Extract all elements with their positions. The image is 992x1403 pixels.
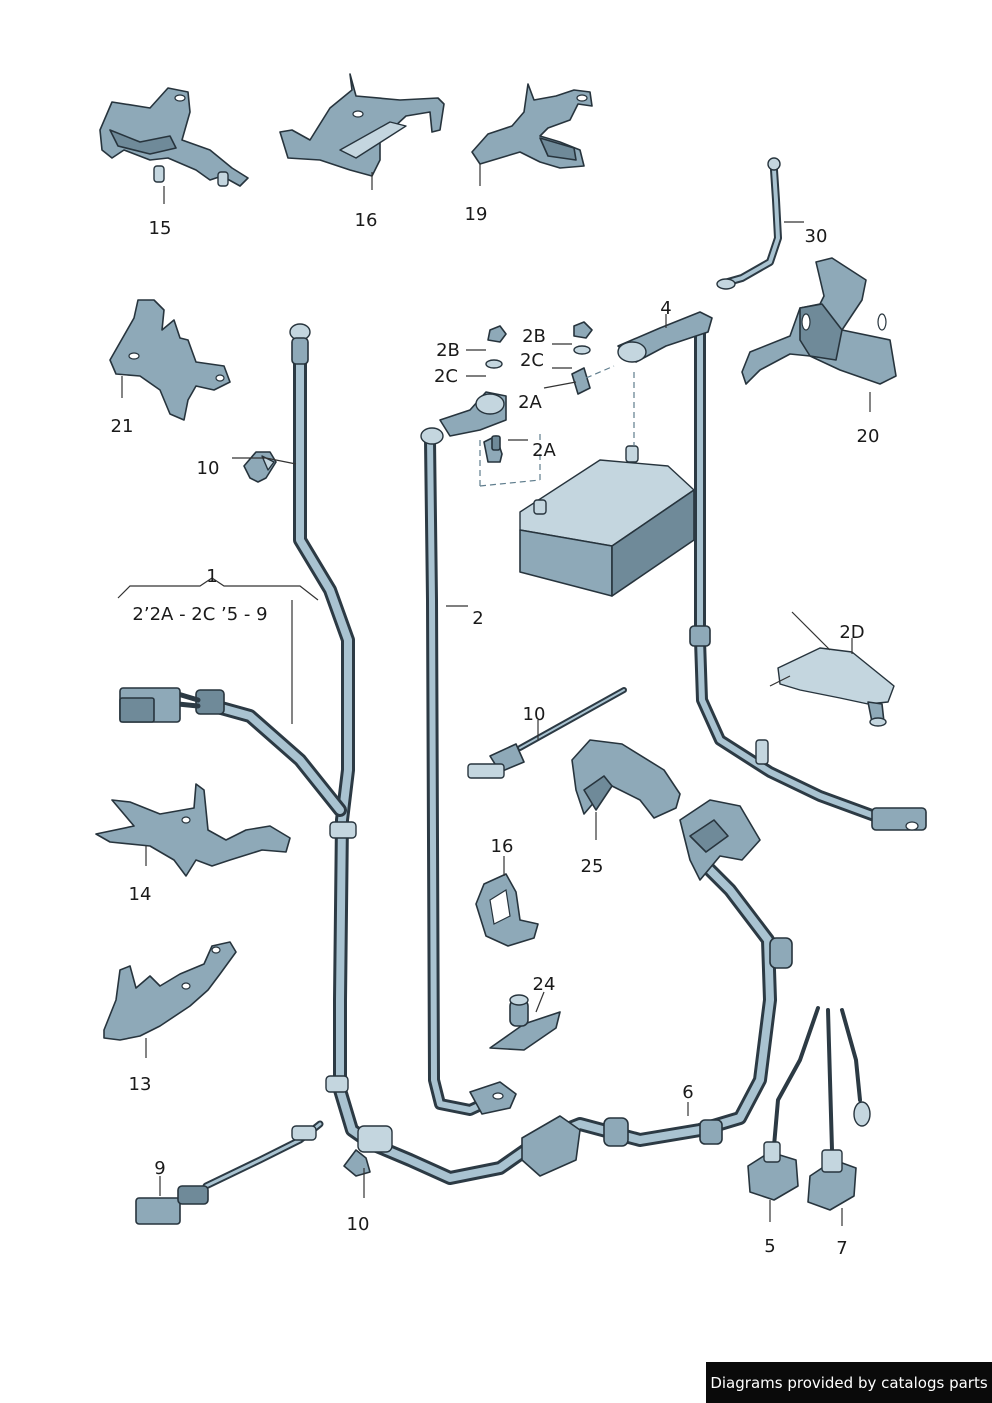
clip-10-upper — [243, 451, 277, 483]
label-30: 30 — [805, 226, 828, 247]
main-cable-harness-1 — [119, 323, 793, 1185]
bracket-14 — [95, 783, 291, 877]
terminal-cap-25 — [571, 739, 681, 819]
label-5: 5 — [764, 1236, 775, 1257]
label-4: 4 — [660, 298, 671, 319]
label-2a-center: 2A — [532, 440, 556, 461]
label-2b-right: 2B — [522, 326, 546, 347]
label-13: 13 — [129, 1074, 152, 1095]
bracket-21 — [109, 299, 231, 421]
label-9: 9 — [154, 1158, 165, 1179]
label-2: 2 — [472, 608, 483, 629]
bracket-15 — [99, 87, 249, 187]
label-2a-right: 2A — [518, 392, 542, 413]
label-2b-left: 2B — [436, 340, 460, 361]
diagram-credit-badge: Diagrams provided by catalogs parts — [706, 1362, 992, 1403]
label-19: 19 — [465, 204, 488, 225]
grommet-24 — [489, 994, 561, 1051]
label-24: 24 — [533, 974, 556, 995]
clip-10-lower — [343, 1149, 371, 1177]
label-25: 25 — [581, 856, 604, 877]
callout-labels: 15 16 19 30 20 21 10 1 2’2A - 2C ’5 - 9 … — [111, 204, 880, 1259]
label-6: 6 — [682, 1082, 693, 1103]
fasteners-2a-2b-2c — [479, 321, 635, 487]
connector-7 — [807, 1008, 871, 1211]
bracket-20 — [741, 257, 897, 385]
label-7: 7 — [836, 1238, 847, 1259]
label-16-top: 16 — [355, 210, 378, 231]
cable-tie-10 — [467, 687, 627, 779]
label-21: 21 — [111, 416, 134, 437]
bracket-16-top — [279, 73, 445, 177]
label-2d: 2D — [839, 622, 864, 643]
label-10-tie: 10 — [523, 704, 546, 725]
label-10-upper: 10 — [197, 458, 220, 479]
label-1: 1 — [206, 566, 217, 587]
label-2c-right: 2C — [520, 350, 544, 371]
diagram-credit-text: Diagrams provided by catalogs parts — [710, 1373, 988, 1392]
label-20: 20 — [857, 426, 880, 447]
leader-lines — [117, 164, 871, 1226]
bracket-13 — [103, 941, 237, 1041]
label-2c-left: 2C — [434, 366, 458, 387]
label-14: 14 — [129, 884, 152, 905]
cable-2 — [420, 391, 517, 1116]
battery — [519, 445, 695, 597]
label-15: 15 — [149, 218, 172, 239]
label-10-lower: 10 — [347, 1214, 370, 1235]
bracket-19 — [471, 83, 593, 169]
clip-16-lower — [475, 873, 539, 947]
connector-5 — [747, 1006, 820, 1201]
positive-cable-4 — [617, 311, 927, 831]
connector-9 — [135, 1120, 324, 1225]
ground-strap-30 — [716, 157, 782, 290]
label-16-lower: 16 — [491, 836, 514, 857]
label-1-includes: 2’2A - 2C ’5 - 9 — [132, 604, 267, 625]
cover-2d — [769, 611, 895, 727]
